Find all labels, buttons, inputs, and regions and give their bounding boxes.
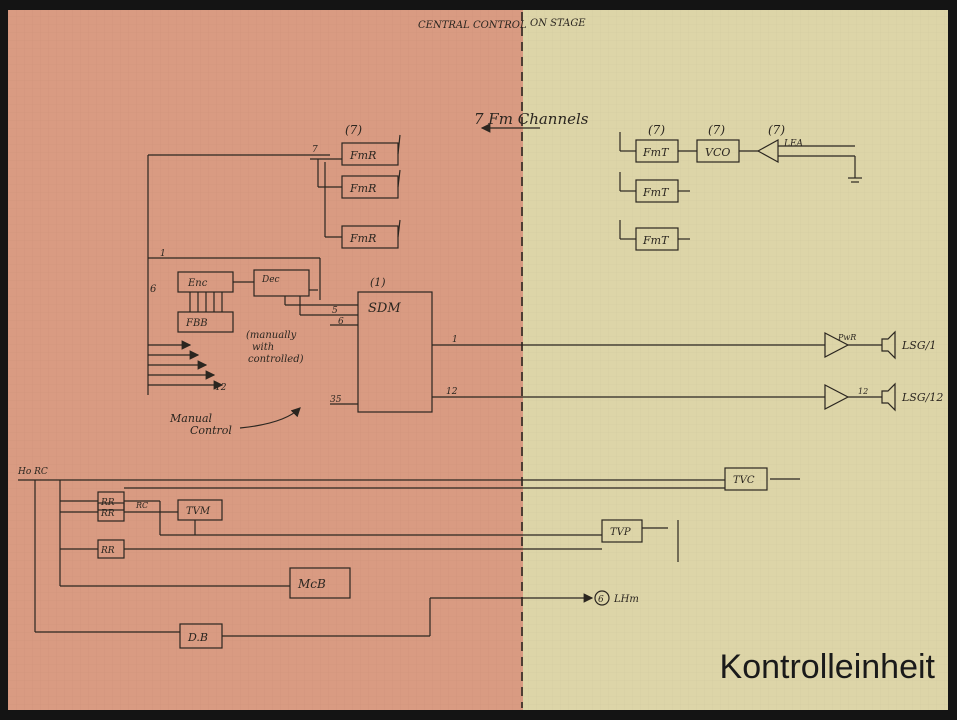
tvm-block: TVM xyxy=(186,506,211,517)
lea-count: (7) xyxy=(768,123,785,137)
zone-label-left: CENTRAL CONTROL xyxy=(418,20,527,31)
fmr-block-3: FmR xyxy=(349,232,376,245)
vco-block: VCO xyxy=(705,146,730,159)
fmt-block-1: FmT xyxy=(642,146,670,159)
enc-block: Enc xyxy=(187,278,208,289)
speaker-lsg1: LSG/1 xyxy=(901,339,936,352)
sdm-out-1: 1 xyxy=(452,335,458,345)
sdm-in-5: 5 xyxy=(332,306,338,316)
sdm-in-35: 35 xyxy=(330,395,342,405)
ho-rc-label: Ho RC xyxy=(17,467,48,477)
mcb-block: McB xyxy=(297,577,326,591)
fmr-block-1: FmR xyxy=(349,149,376,162)
lhm-label: LHm xyxy=(613,594,639,605)
fmt-block-3: FmT xyxy=(642,234,670,247)
rr-block-1: RR xyxy=(100,498,115,508)
dib-block: D.B xyxy=(187,631,208,644)
vco-count: (7) xyxy=(708,123,725,137)
fmt-block-2: FmT xyxy=(642,186,670,199)
sdm-out-12: 12 xyxy=(446,387,458,397)
sdm-count: (1) xyxy=(370,276,386,289)
pwr-out-12: 12 xyxy=(858,387,868,396)
rr-block-3: RR xyxy=(100,546,115,556)
tvp-block: TVP xyxy=(610,527,631,538)
lea-label: LEA xyxy=(783,139,804,149)
pwr-label: PwR xyxy=(837,333,856,342)
note-controlled: controlled) xyxy=(248,354,304,365)
note-with: with xyxy=(252,342,274,353)
fmt-count: (7) xyxy=(648,123,665,137)
dec-block: Dec xyxy=(261,275,280,285)
channels-label: 7 Fm Channels xyxy=(474,110,589,128)
fmr-count: (7) xyxy=(345,123,362,137)
sdm-in-6: 6 xyxy=(338,317,344,327)
lhm-circle-number: 6 xyxy=(598,595,604,605)
fbb-block: FBB xyxy=(185,318,208,329)
sdm-block: SDM xyxy=(368,301,401,316)
manual-control-label-2: Control xyxy=(190,424,232,437)
tvc-block: TVC xyxy=(733,475,755,486)
zone-label-right: ON STAGE xyxy=(530,18,586,29)
bus-count-1: 1 xyxy=(160,249,166,259)
bus-count-6: 6 xyxy=(150,284,157,295)
bus-count-7: 7 xyxy=(312,145,318,155)
rc-label: RC xyxy=(135,501,148,510)
slide-caption: Kontrolleinheit xyxy=(720,648,935,687)
note-manually: (manually xyxy=(246,330,297,341)
speaker-lsg12: LSG/12 xyxy=(901,391,943,404)
fmr-block-2: FmR xyxy=(349,182,376,195)
fan-count-12: 12 xyxy=(215,383,227,393)
rr-block-2: RR xyxy=(100,509,115,519)
